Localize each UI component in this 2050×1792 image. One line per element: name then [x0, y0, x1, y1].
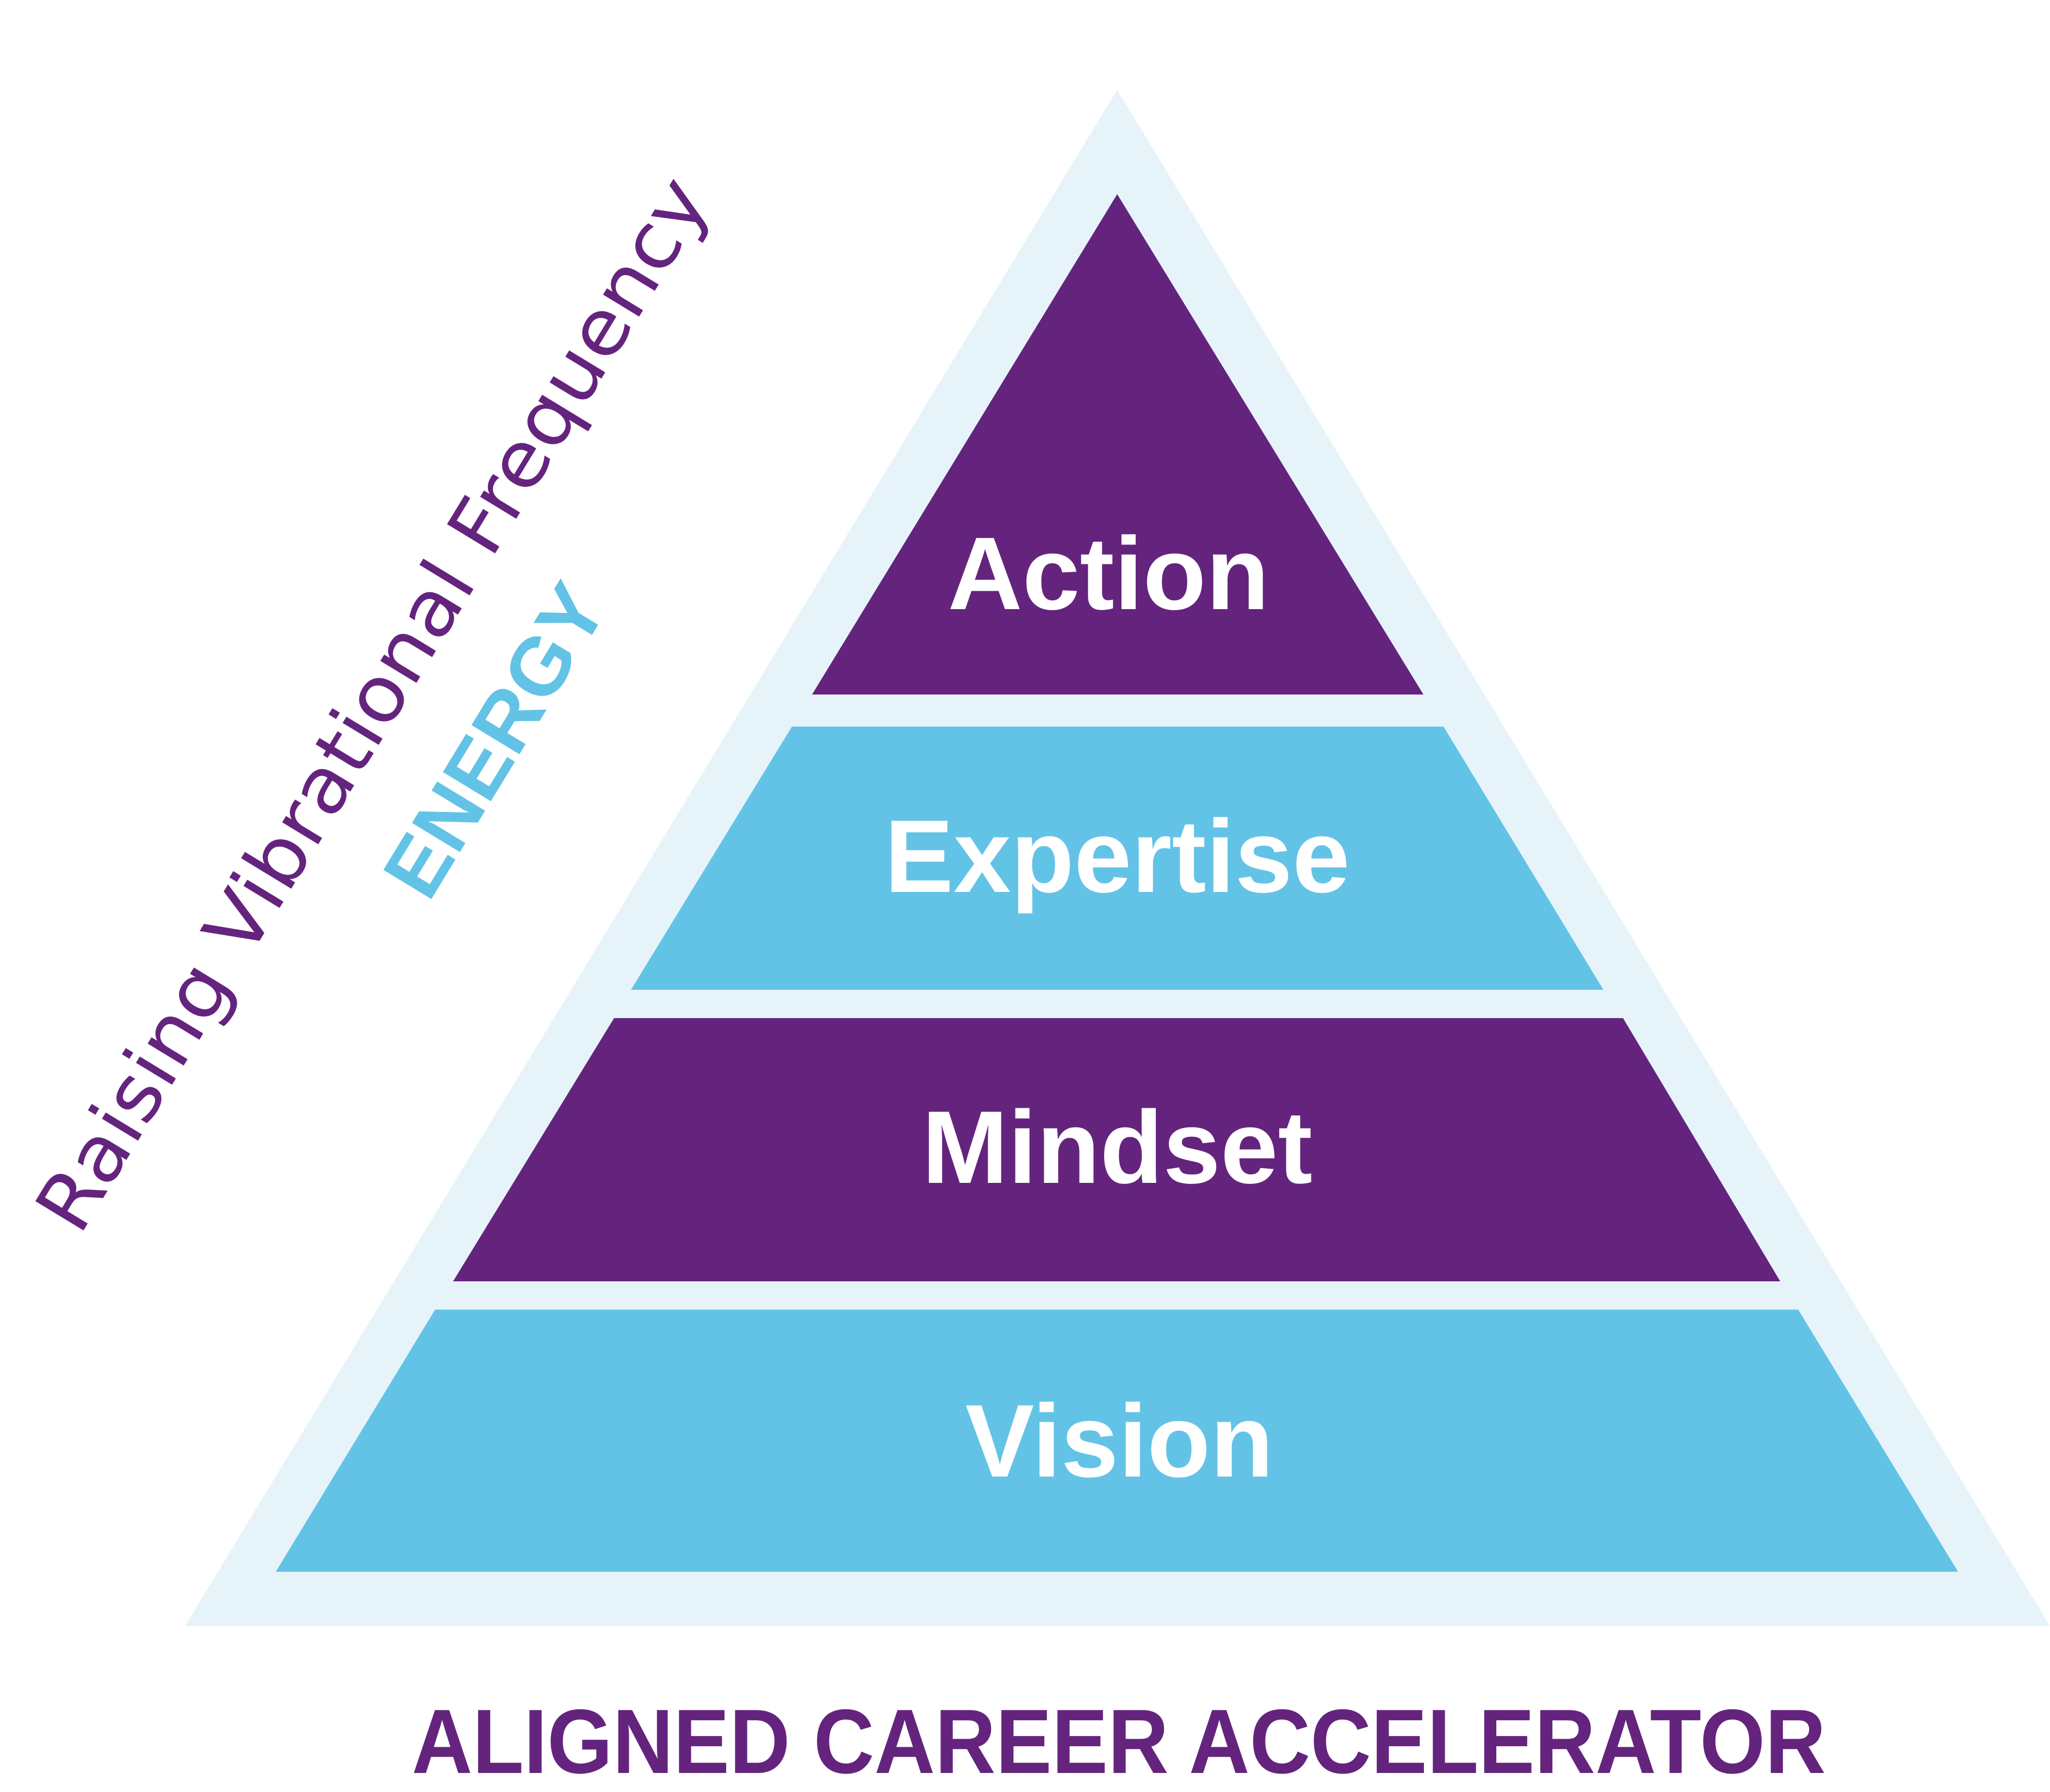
footer-title: ALIGNED CAREER ACCELERATOR — [412, 1690, 1826, 1792]
level-label-action: Action — [947, 516, 1269, 631]
level-label-vision: Vision — [965, 1384, 1274, 1499]
level-label-expertise: Expertise — [884, 799, 1349, 914]
level-label-mindset: Mindset — [922, 1090, 1312, 1205]
pyramid-level-vision — [276, 1310, 1958, 1572]
pyramid-level-mindset — [453, 1018, 1780, 1281]
pyramid-level-expertise — [631, 727, 1603, 990]
pyramid-level-action — [812, 194, 1423, 695]
